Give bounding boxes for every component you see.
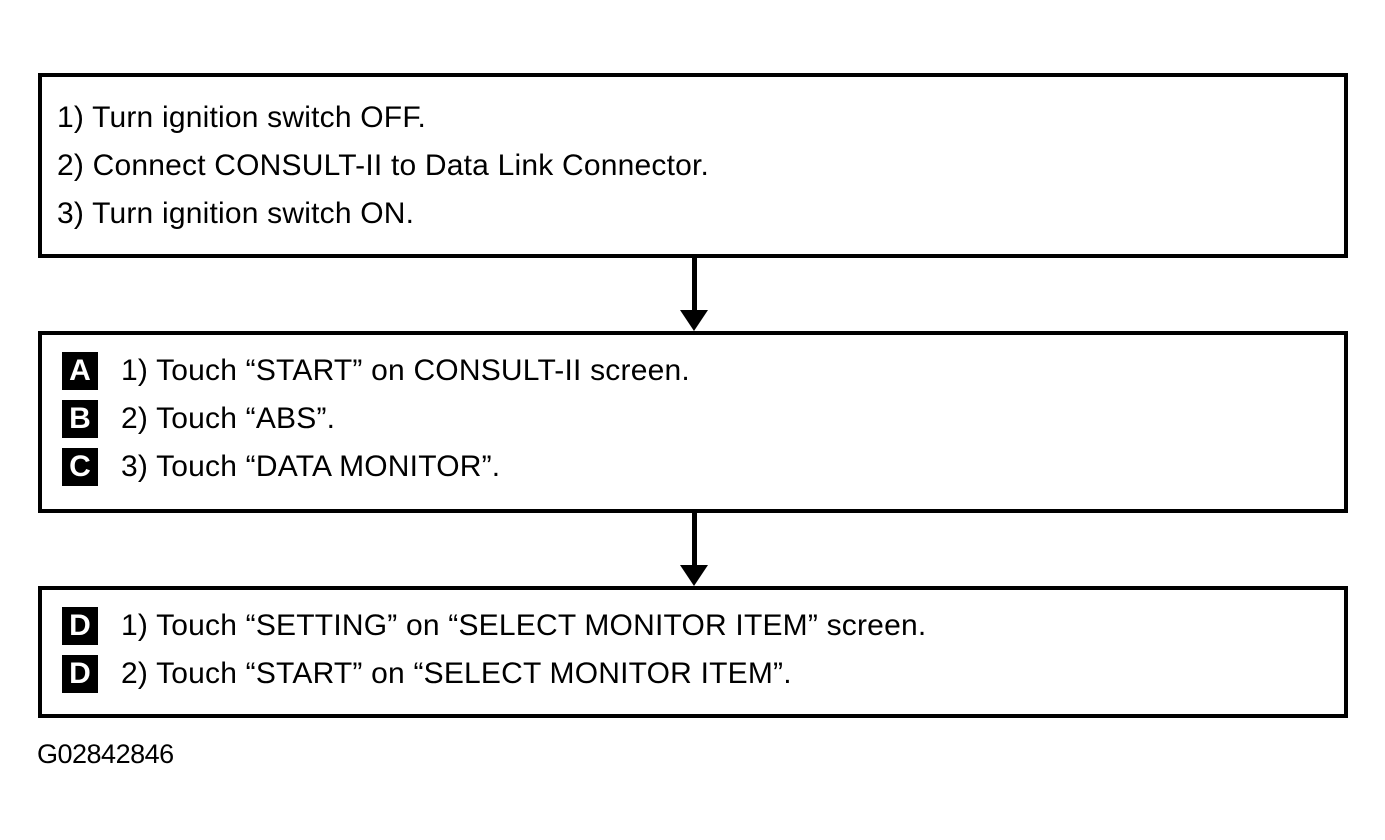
step-text: 1) Touch “START” on CONSULT-II screen. bbox=[121, 354, 690, 387]
down-arrow-line bbox=[692, 513, 697, 569]
procedure-box-select-monitor-item: D 1) Touch “SETTING” on “SELECT MONITOR … bbox=[38, 586, 1348, 718]
step-text: 1) Touch “SETTING” on “SELECT MONITOR IT… bbox=[121, 609, 927, 642]
step-line: C 3) Touch “DATA MONITOR”. bbox=[62, 443, 1334, 491]
step-line: D 2) Touch “START” on “SELECT MONITOR IT… bbox=[62, 650, 1334, 698]
step-line: D 1) Touch “SETTING” on “SELECT MONITOR … bbox=[62, 602, 1334, 650]
step-badge-a: A bbox=[62, 352, 98, 390]
down-arrow-icon bbox=[680, 565, 708, 586]
step-badge-c: C bbox=[62, 448, 98, 486]
procedure-box-preparation: 1) Turn ignition switch OFF. 2) Connect … bbox=[38, 73, 1348, 258]
step-badge-d: D bbox=[62, 655, 98, 693]
down-arrow-line bbox=[692, 258, 697, 314]
procedure-box-consult-start: A 1) Touch “START” on CONSULT-II screen.… bbox=[38, 331, 1348, 513]
step-line: 1) Turn ignition switch OFF. bbox=[57, 94, 1334, 142]
step-text: 2) Connect CONSULT-II to Data Link Conne… bbox=[57, 149, 710, 182]
step-line: 2) Connect CONSULT-II to Data Link Conne… bbox=[57, 142, 1334, 190]
step-text: 2) Touch “ABS”. bbox=[121, 402, 336, 435]
step-line: B 2) Touch “ABS”. bbox=[62, 395, 1334, 443]
figure-code: G02842846 bbox=[37, 739, 174, 769]
step-badge-b: B bbox=[62, 400, 98, 438]
step-badge-d: D bbox=[62, 607, 98, 645]
step-text: 1) Turn ignition switch OFF. bbox=[57, 101, 427, 134]
step-line: A 1) Touch “START” on CONSULT-II screen. bbox=[62, 347, 1334, 395]
down-arrow-icon bbox=[680, 310, 708, 331]
step-text: 3) Turn ignition switch ON. bbox=[57, 197, 415, 230]
step-line: 3) Turn ignition switch ON. bbox=[57, 190, 1334, 238]
step-text: 2) Touch “START” on “SELECT MONITOR ITEM… bbox=[121, 657, 792, 690]
step-text: 3) Touch “DATA MONITOR”. bbox=[121, 450, 501, 483]
